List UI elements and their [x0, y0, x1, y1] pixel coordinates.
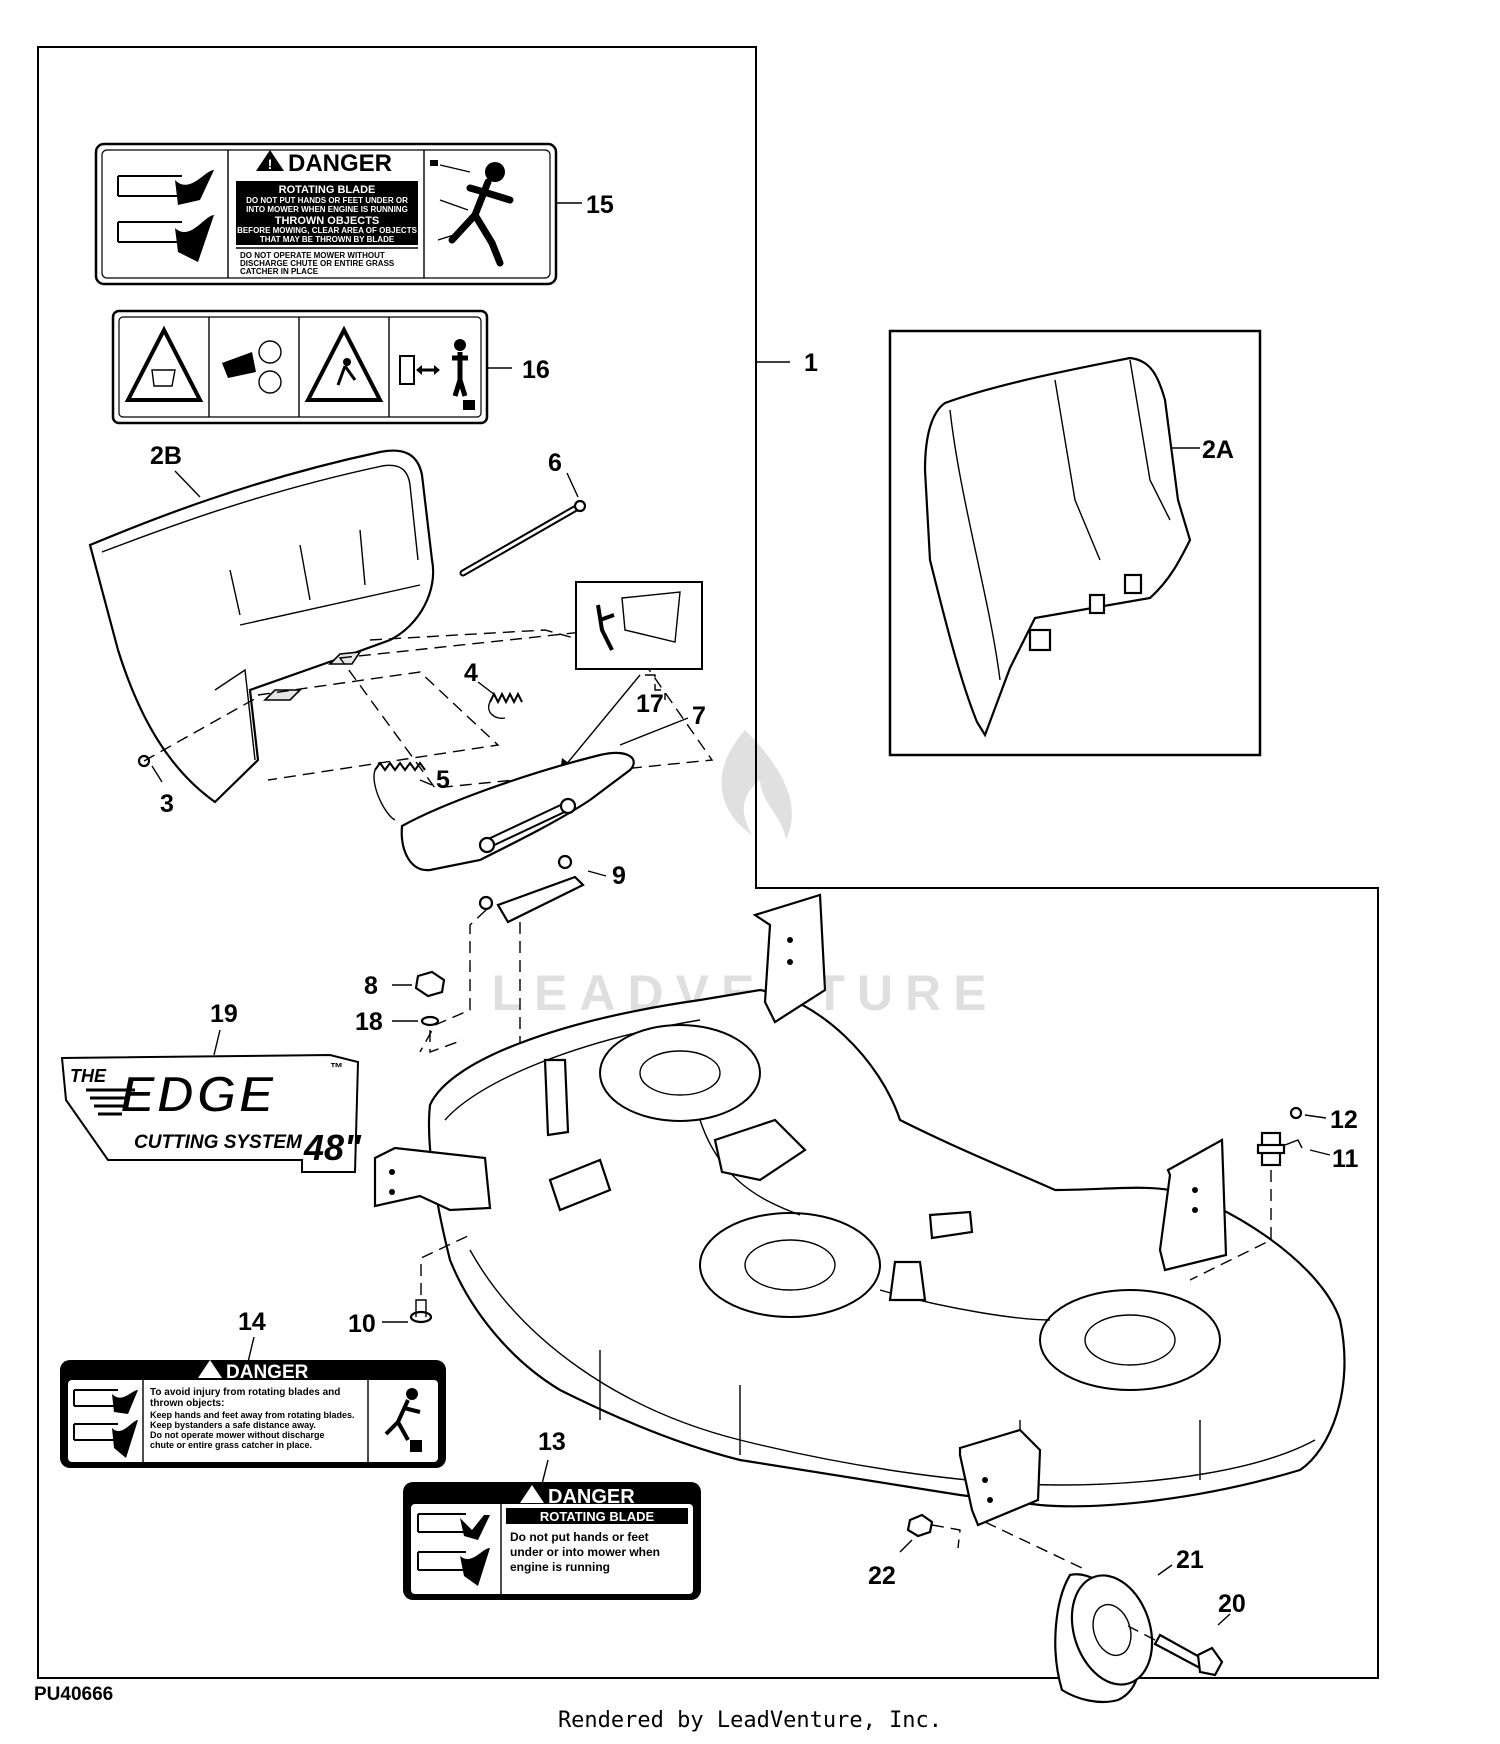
decal15-line: DO NOT PUT HANDS OR FEET UNDER OR [246, 196, 408, 205]
decal15-line: INTO MOWER WHEN ENGINE IS RUNNING [246, 205, 408, 214]
discharge-chute-2b [88, 449, 435, 804]
nut-8 [414, 970, 446, 998]
washer-18 [420, 1015, 440, 1027]
decal15-line: ROTATING BLADE [279, 184, 376, 196]
decal13-blade-hand-icon [417, 1513, 490, 1586]
danger-decal-14: DANGER To avoid injury from rotating bla… [60, 1360, 446, 1468]
callout-7: 7 [692, 702, 706, 730]
callout-11: 11 [1332, 1145, 1359, 1173]
callout-13: 13 [538, 1428, 566, 1456]
decal14-line: Do not operate mower without discharge [150, 1430, 325, 1440]
blade-hand-icon [117, 170, 214, 262]
decal15-line: BEFORE MOWING, CLEAR AREA OF OBJECTS [237, 226, 418, 235]
callout-10: 10 [348, 1310, 376, 1338]
blade-warning-triangle-icon [124, 325, 204, 402]
callout-20: 20 [1218, 1590, 1246, 1618]
callout-4: 4 [464, 659, 478, 687]
nut-22 [906, 1513, 934, 1538]
callout-2b: 2B [150, 442, 182, 470]
bracket-9 [478, 854, 585, 924]
decal15-header: DANGER [288, 150, 392, 177]
thrown-object-person-icon [430, 160, 514, 267]
decal14-blade-hand-icon [73, 1389, 138, 1458]
logo-cutting-system: CUTTING SYSTEM [134, 1132, 303, 1153]
callout-12: 12 [1330, 1106, 1358, 1134]
decal15-line: DO NOT OPERATE MOWER WITHOUT [240, 251, 385, 260]
callout-1: 1 [804, 349, 818, 377]
decal14-line: chute or entire grass catcher in place. [150, 1440, 312, 1450]
decal-17 [575, 581, 703, 670]
logo-the: THE [70, 1066, 107, 1086]
decal13-line: ROTATING BLADE [540, 1509, 655, 1524]
callout-3: 3 [160, 790, 174, 818]
decal13-line: Do not put hands or feet [510, 1530, 649, 1544]
decal15-line: CATCHER IN PLACE [240, 267, 319, 276]
callout-16: 16 [522, 356, 550, 384]
callout-9: 9 [612, 862, 626, 890]
callout-5: 5 [436, 766, 450, 794]
shoulder-bolt-20 [1153, 1633, 1224, 1677]
callout-19: 19 [210, 1000, 238, 1028]
pivot-rod-6 [459, 499, 587, 577]
decal14-line: thrown objects: [150, 1398, 224, 1409]
fitting-11 [1256, 1131, 1303, 1167]
logo-edge: EDGE [120, 1066, 275, 1124]
mower-deck [373, 893, 1346, 1527]
rendered-by-footer: Rendered by LeadVenture, Inc. [557, 1708, 943, 1733]
warning-triangle-icon: ! [256, 150, 284, 172]
callout-22: 22 [868, 1562, 896, 1590]
decal14-line: Keep bystanders a safe distance away. [150, 1420, 316, 1430]
callout-21: 21 [1176, 1546, 1204, 1574]
thrown-object-triangle-icon [304, 325, 384, 402]
callout-8: 8 [364, 972, 378, 1000]
decal14-line: Keep hands and feet away from rotating b… [150, 1410, 355, 1420]
danger-decal-15: ! DANGER ROTATING BLADE DO NOT PUT HANDS… [94, 142, 558, 286]
discharge-chute-2a [923, 356, 1192, 738]
callout-14: 14 [238, 1308, 266, 1336]
decal13-header: DANGER [548, 1486, 635, 1508]
callout-2a: 2A [1202, 436, 1234, 464]
callout-15: 15 [586, 191, 614, 219]
decal14-header: DANGER [226, 1362, 309, 1383]
decal14-line: To avoid injury from rotating blades and [150, 1387, 340, 1398]
hand-blade-icon [222, 340, 282, 394]
safety-decal-16 [111, 309, 489, 425]
decal13-line: engine is running [510, 1560, 610, 1574]
decal14-person-icon [384, 1388, 422, 1452]
gauge-wheel-21 [1054, 1573, 1154, 1704]
figure-id: PU40666 [34, 1684, 114, 1705]
logo-trademark: ™ [330, 1060, 343, 1075]
decal15-line: THROWN OBJECTS [275, 215, 380, 227]
decal15-line: THAT MAY BE THROWN BY BLADE [260, 235, 395, 244]
decal15-line: DISCHARGE CHUTE OR ENTIRE GRASS [240, 259, 395, 268]
door-plate-7 [400, 751, 635, 872]
decal13-line: under or into mower when [510, 1545, 660, 1559]
callout-6: 6 [548, 449, 562, 477]
bolt-10 [409, 1299, 433, 1324]
danger-decal-13: DANGER ROTATING BLADE Do not put hands o… [403, 1482, 701, 1600]
spring-4 [488, 691, 523, 719]
logo-48: 48" [303, 1127, 362, 1168]
kit-boundary [37, 46, 1379, 1679]
cap-12 [1289, 1106, 1303, 1120]
spring-5 [373, 761, 426, 821]
edge-logo-19: THE EDGE ™ CUTTING SYSTEM 48" [60, 1053, 362, 1173]
callout-17: 17 [636, 690, 664, 718]
callout-18: 18 [355, 1008, 383, 1036]
svg-text:!: ! [268, 156, 273, 172]
safe-distance-person-icon [399, 339, 475, 410]
